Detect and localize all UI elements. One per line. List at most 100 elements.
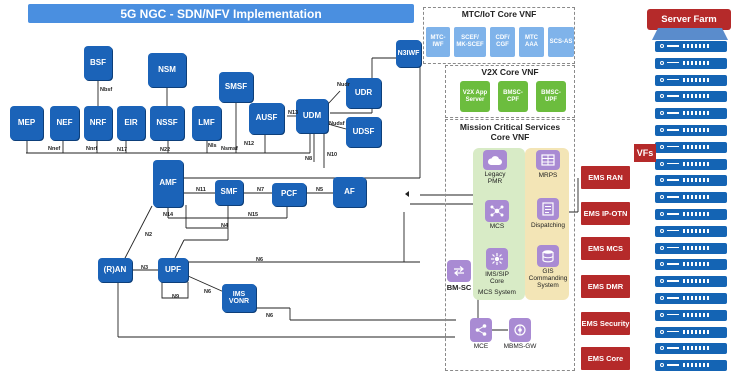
server-led-icon — [660, 245, 664, 250]
iface-n11: N11 — [196, 187, 206, 193]
server-stack — [655, 41, 727, 377]
server-vent-icon — [683, 195, 709, 200]
iface-nbsf: Nbsf — [100, 87, 113, 93]
v2x-panel: V2X Core VNF V2X App Server BMSC- CPF BM… — [445, 65, 575, 118]
ems-ran: EMS RAN — [581, 166, 630, 189]
server-vent-icon — [683, 44, 709, 48]
iface-n4: N4 — [221, 223, 229, 229]
nef-node: NEF — [50, 106, 79, 140]
server-vent-icon — [683, 346, 709, 351]
udr-node: UDR — [346, 78, 381, 108]
mcs-box — [485, 200, 509, 222]
mbms-gw-box — [509, 318, 531, 342]
server-unit — [655, 293, 727, 304]
ems-ip-otn: EMS IP-OTN — [581, 202, 630, 225]
ems-mcs: EMS MCS — [581, 237, 630, 260]
server-unit — [655, 141, 727, 153]
server-vent-icon — [683, 161, 709, 166]
n3iwf-node: N3IWF — [396, 40, 421, 67]
mcs-panel — [445, 119, 575, 371]
gateway-icon — [514, 324, 526, 336]
server-slot-icon — [667, 229, 679, 232]
mrps-label: MRPS — [538, 172, 558, 179]
mce-label: MCE — [473, 343, 489, 350]
server-unit — [655, 175, 727, 187]
server-slot-icon — [667, 179, 679, 181]
ems-security: EMS Security — [581, 312, 630, 335]
gis-label: GIS Commanding System — [528, 268, 568, 290]
af-node: AF — [333, 177, 366, 207]
ims-sip-box — [486, 248, 508, 270]
server-led-icon — [660, 296, 664, 300]
ems-dmr: EMS DMR — [581, 275, 630, 298]
server-led-icon — [660, 60, 664, 65]
scs-as-node: SCS-AS — [548, 27, 574, 57]
iface-nudsf: Nudsf — [329, 121, 345, 127]
nrf-node: NRF — [84, 106, 112, 140]
server-slot-icon — [667, 162, 679, 165]
lmf-node: LMF — [192, 106, 221, 140]
server-slot-icon — [667, 78, 679, 81]
amf-node: AMF — [153, 160, 183, 207]
ims-sip-label: IMS/SIP Core — [485, 271, 509, 286]
v2x-app-server-node: V2X App Server — [460, 81, 490, 112]
server-led-icon — [660, 228, 664, 233]
server-led-icon — [660, 363, 664, 368]
server-vent-icon — [683, 228, 709, 233]
server-slot-icon — [667, 112, 679, 114]
iface-n5: N5 — [316, 187, 324, 193]
server-unit — [655, 125, 727, 136]
iface-nls: Nls — [208, 143, 217, 149]
server-unit — [655, 360, 727, 372]
server-led-icon — [660, 161, 664, 166]
server-unit — [655, 158, 727, 170]
mtc-iwf-node: MTC- IWF — [426, 27, 450, 57]
server-led-icon — [660, 144, 664, 149]
server-vent-icon — [683, 363, 709, 368]
server-vent-icon — [683, 111, 709, 116]
server-unit — [655, 309, 727, 321]
server-slot-icon — [667, 196, 679, 198]
server-unit — [655, 57, 727, 69]
legacy-pmr-box — [483, 150, 507, 170]
server-led-icon — [660, 44, 664, 48]
server-unit — [655, 91, 727, 103]
diagram-title: 5G NGC - SDN/NFV Implementation — [28, 4, 414, 23]
server-vent-icon — [683, 296, 709, 300]
nssf-node: NSSF — [150, 106, 184, 140]
server-vent-icon — [683, 94, 709, 99]
mcs-green-zone — [473, 148, 525, 300]
mcs-label: MCS — [489, 223, 505, 230]
smsf-node: SMSF — [219, 72, 253, 102]
server-unit — [655, 41, 727, 52]
grid-icon — [541, 154, 555, 166]
bsf-node: BSF — [84, 46, 112, 80]
bmsc-upf-node: BMSC- UPF — [536, 81, 566, 112]
server-vent-icon — [683, 245, 709, 250]
mce-box — [470, 318, 492, 342]
ims-vonr-node: IMS VONR — [222, 284, 256, 312]
mcs-system-label: MCS System — [478, 289, 516, 296]
server-slot-icon — [667, 129, 679, 131]
legacy-pmr-label: Legacy PMR — [484, 171, 506, 186]
server-slot-icon — [667, 246, 679, 249]
gis-box — [537, 245, 559, 267]
server-led-icon — [660, 77, 664, 82]
mbms-gw-label: MBMS-GW — [503, 343, 537, 350]
server-slot-icon — [667, 95, 679, 97]
udm-node: UDM — [296, 99, 328, 133]
mcs-title-line2: Core VNF — [490, 132, 530, 142]
server-vent-icon — [683, 279, 709, 284]
server-vent-icon — [683, 262, 709, 267]
server-unit — [655, 326, 727, 338]
mtc-aaa-node: MTC AAA — [519, 27, 544, 57]
server-led-icon — [660, 262, 664, 267]
server-led-icon — [660, 128, 664, 132]
server-led-icon — [660, 329, 664, 334]
bmsc-cpf-node: BMSC- CPF — [498, 81, 528, 112]
server-slot-icon — [667, 364, 679, 366]
iface-n7: N7 — [257, 187, 265, 193]
network-icon — [490, 205, 504, 217]
server-slot-icon — [667, 45, 679, 47]
server-unit — [655, 343, 727, 355]
